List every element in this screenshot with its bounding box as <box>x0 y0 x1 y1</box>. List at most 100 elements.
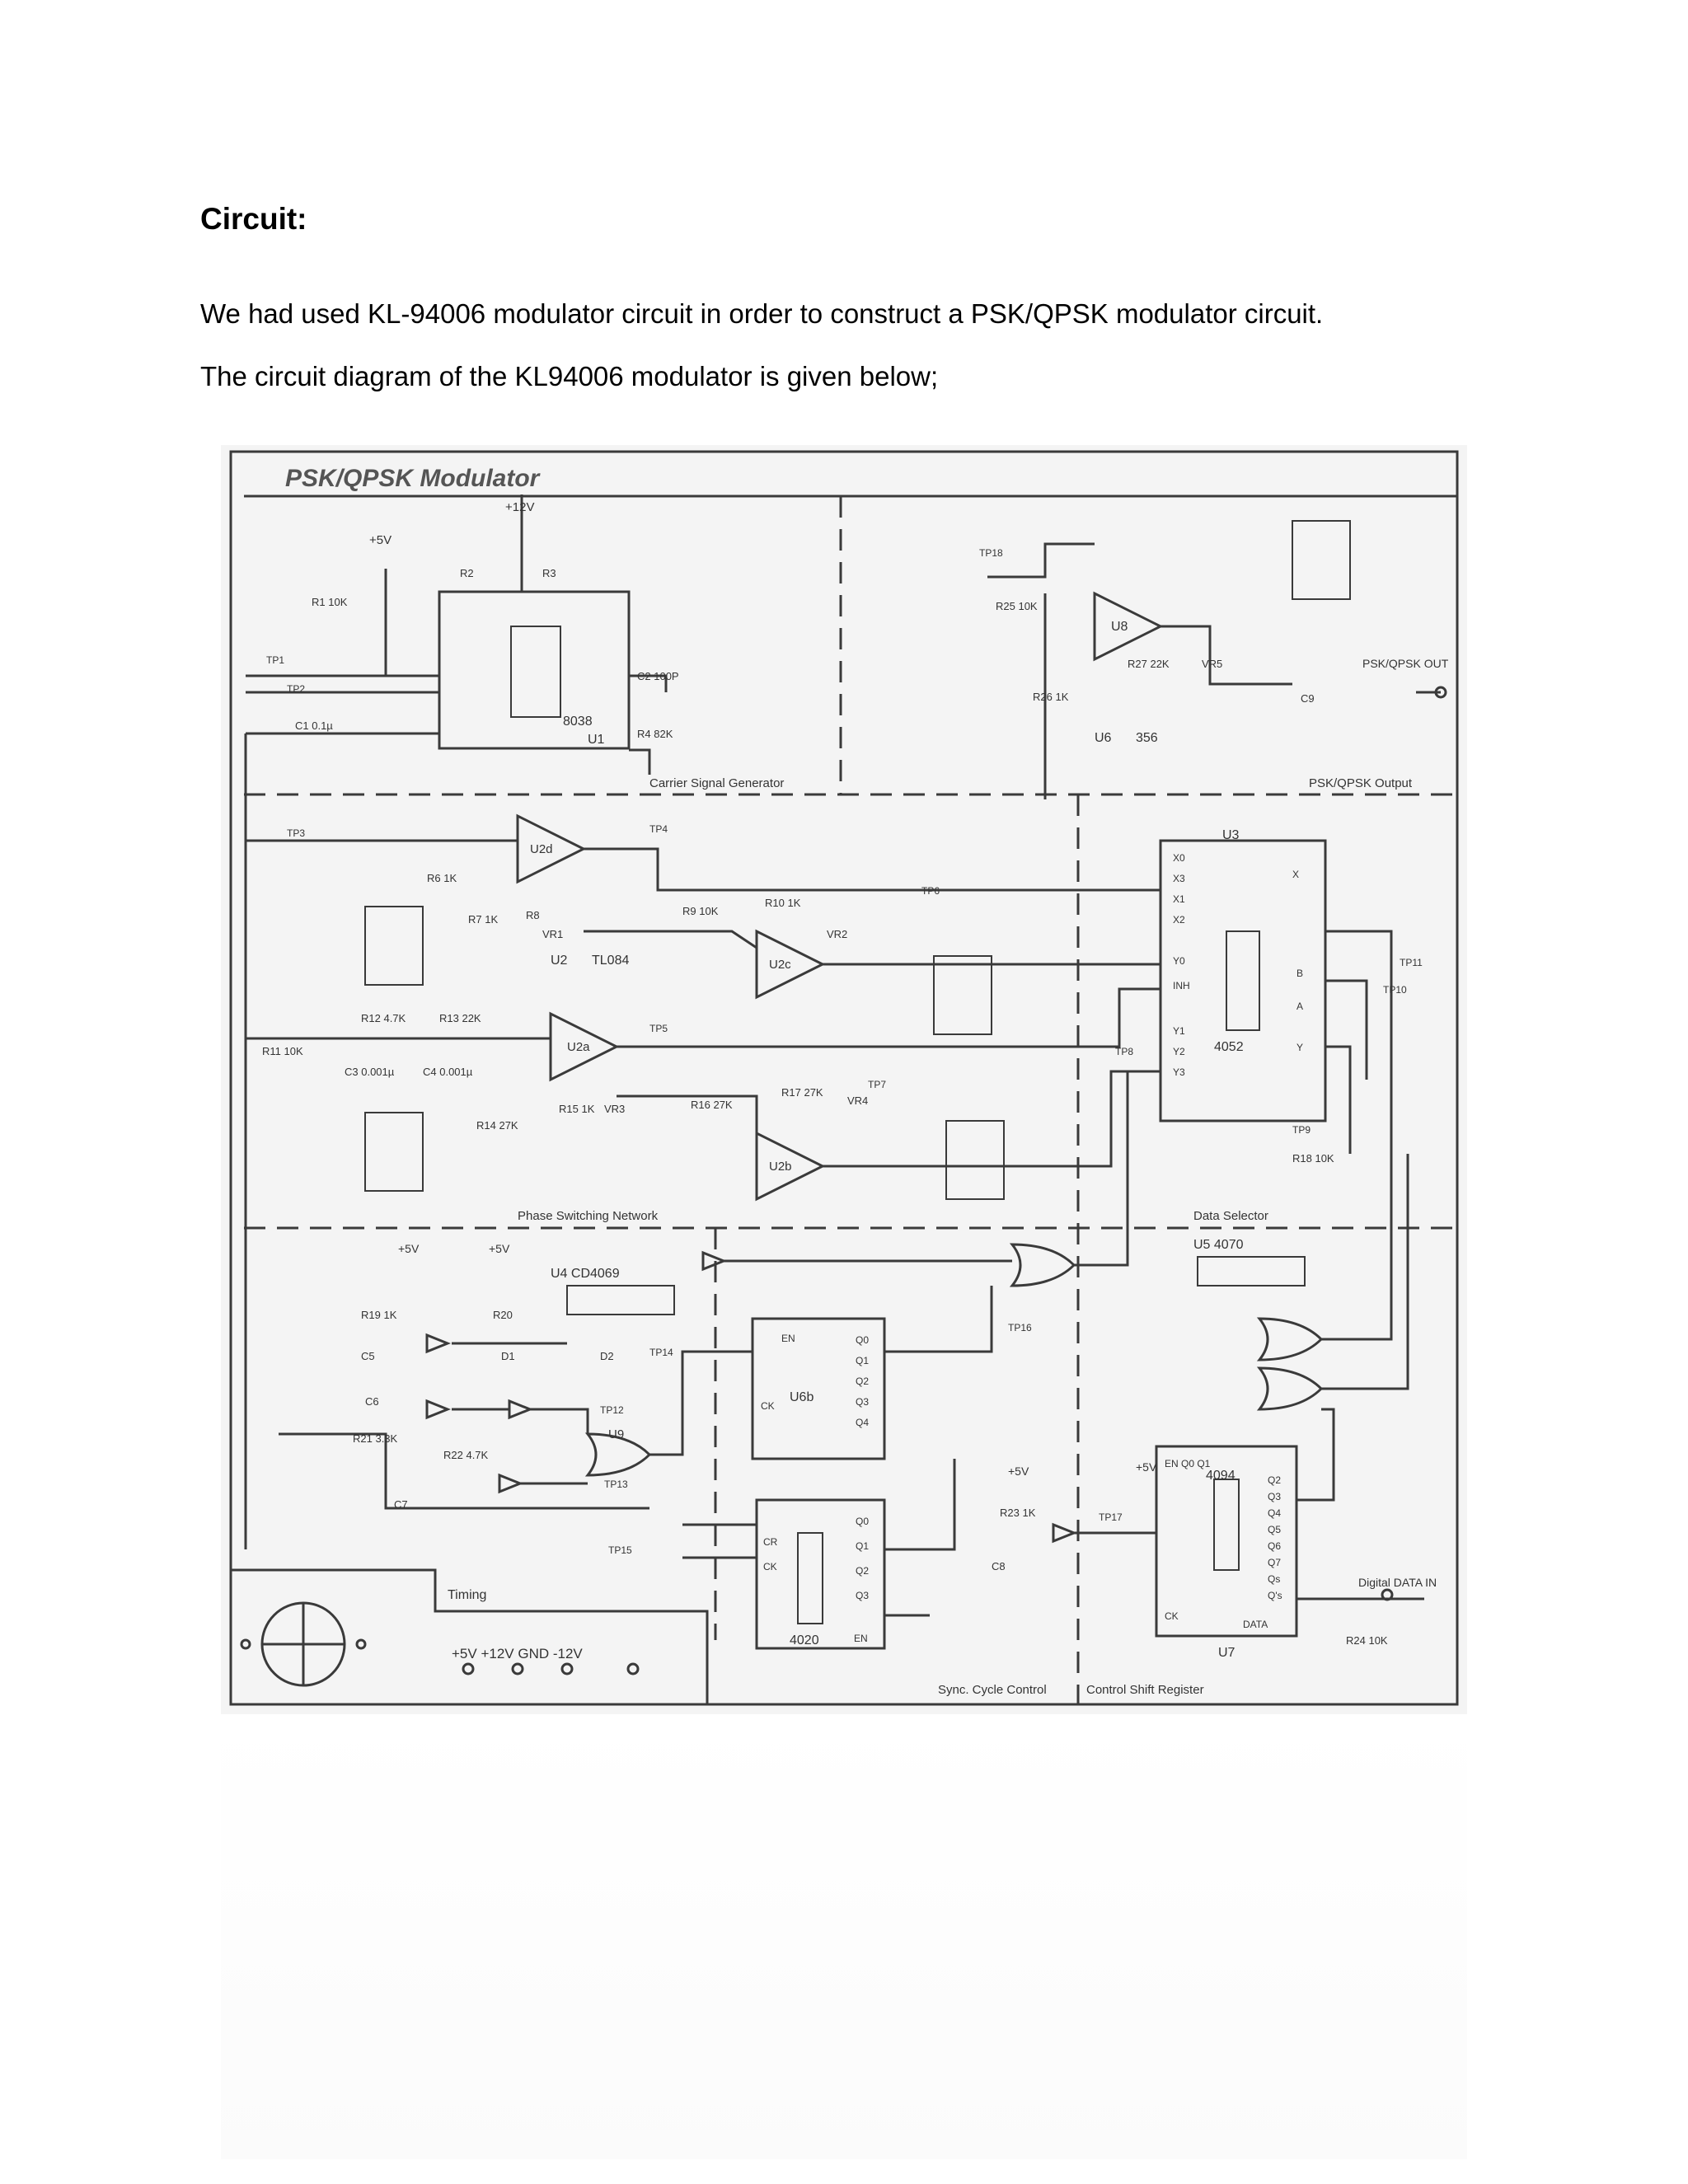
u3-pin-x3: X3 <box>1173 873 1185 884</box>
u3-pin-y3: Y3 <box>1173 1066 1185 1078</box>
u3-part-label: 4052 <box>1214 1040 1244 1054</box>
u3-pin-x1: X1 <box>1173 893 1185 905</box>
u1-label: U1 <box>588 733 605 747</box>
counter-ck: CK <box>763 1561 777 1572</box>
counter-cr: CR <box>763 1536 778 1548</box>
u7-top-pins: EN Q0 Q1 <box>1165 1458 1211 1469</box>
label-c3: C3 0.001µ <box>345 1066 395 1078</box>
figure-bottom-margin <box>221 1714 1467 2159</box>
u2b-label: U2b <box>769 1160 792 1174</box>
u7-q2: Q2 <box>1268 1474 1281 1486</box>
label-c7: C7 <box>394 1498 408 1511</box>
label-vr5: VR5 <box>1202 658 1222 670</box>
u6b-q2: Q2 <box>856 1376 869 1387</box>
u3-pin-y: Y <box>1296 1042 1303 1053</box>
label-r18: R18 10K <box>1292 1152 1334 1165</box>
u6b-q4: Q4 <box>856 1417 869 1428</box>
label-r19: R19 1K <box>361 1309 397 1321</box>
label-vr3: VR3 <box>604 1103 625 1115</box>
counter-q2: Q2 <box>856 1565 869 1577</box>
u3-pin-x2: X2 <box>1173 914 1185 926</box>
label-c2: C2 100P <box>637 670 679 682</box>
label-c4: C4 0.001µ <box>423 1066 473 1078</box>
label-r3: R3 <box>542 567 556 579</box>
u7-q6: Q6 <box>1268 1540 1281 1552</box>
tp14-label: TP14 <box>649 1347 673 1358</box>
u6b-ck: CK <box>761 1400 775 1412</box>
u6b-q3: Q3 <box>856 1396 869 1408</box>
label-r10: R10 1K <box>765 897 801 909</box>
counter-en: EN <box>854 1633 868 1644</box>
power-rails-label: +5V +12V GND -12V <box>452 1646 583 1661</box>
u3-pin-y0: Y0 <box>1173 955 1185 967</box>
tp2-label: TP2 <box>287 683 305 695</box>
label-r15: R15 1K <box>559 1103 595 1115</box>
label-r20: R20 <box>493 1309 513 1321</box>
tp12-label: TP12 <box>600 1404 624 1416</box>
u6-part-label: 356 <box>1136 731 1158 745</box>
label-c5: C5 <box>361 1350 375 1362</box>
label-r16: R16 27K <box>691 1099 733 1111</box>
u3-pin-y1: Y1 <box>1173 1025 1185 1037</box>
counter-q0: Q0 <box>856 1516 869 1527</box>
label-c6: C6 <box>365 1395 379 1408</box>
label-r7: R7 1K <box>468 913 498 926</box>
tp17-label: TP17 <box>1099 1511 1123 1523</box>
label-r26: R26 1K <box>1033 691 1069 703</box>
label-r2: R2 <box>460 567 474 579</box>
label-c8: C8 <box>992 1560 1006 1572</box>
u7-q4: Q4 <box>1268 1507 1281 1519</box>
label-r21: R21 3.3K <box>353 1432 398 1445</box>
u6b-label: U6b <box>790 1390 814 1404</box>
u7-qs-prime: Q's <box>1268 1590 1282 1601</box>
u2-label: U2 <box>551 954 568 968</box>
u7-label: U7 <box>1218 1646 1236 1660</box>
section-carrier: Carrier Signal Generator <box>649 776 784 790</box>
label-r13: R13 22K <box>439 1012 481 1024</box>
tp16-label: TP16 <box>1008 1322 1032 1333</box>
section-shift: Control Shift Register <box>1086 1683 1204 1697</box>
circuit-schematic: PSK/QPSK Modulator Carrier Signal Genera… <box>229 450 1459 1706</box>
section-output: PSK/QPSK Output <box>1309 776 1413 790</box>
plus5-top-label: +5V <box>369 533 392 547</box>
u9-label: U9 <box>608 1427 624 1441</box>
label-r23: R23 1K <box>1000 1507 1036 1519</box>
counter-q1: Q1 <box>856 1540 869 1552</box>
label-vr2: VR2 <box>827 928 847 940</box>
u7-q3: Q3 <box>1268 1491 1281 1502</box>
label-r14: R14 27K <box>476 1119 518 1132</box>
label-r25: R25 10K <box>996 600 1038 612</box>
tp6-label: TP6 <box>921 885 940 897</box>
u6b-q0: Q0 <box>856 1334 869 1346</box>
label-r27: R27 22K <box>1128 658 1170 670</box>
plus12-label: +12V <box>505 500 534 514</box>
plus5-label-d: +5V <box>1008 1465 1029 1478</box>
tp7-label: TP7 <box>868 1079 886 1090</box>
data-in-label: Digital DATA IN <box>1358 1576 1437 1589</box>
tp5-label: TP5 <box>649 1023 668 1034</box>
tp9-label: TP9 <box>1292 1124 1311 1136</box>
section-phase: Phase Switching Network <box>518 1209 659 1223</box>
label-r12: R12 4.7K <box>361 1012 406 1024</box>
label-r6: R6 1K <box>427 872 457 884</box>
tp13-label: TP13 <box>604 1479 628 1490</box>
label-r4: R4 82K <box>637 728 673 740</box>
label-c9: C9 <box>1301 692 1315 705</box>
intro-paragraph: We had used KL-94006 modulator circuit i… <box>200 298 1324 329</box>
u3-pin-x0: X0 <box>1173 852 1185 864</box>
label-c1: C1 0.1µ <box>295 719 333 732</box>
label-r9: R9 10K <box>682 905 719 917</box>
label-r22: R22 4.7K <box>443 1449 489 1461</box>
section-timing: Timing <box>448 1588 486 1602</box>
u7-q7: Q7 <box>1268 1557 1281 1568</box>
schematic-title: PSK/QPSK Modulator <box>285 465 542 492</box>
tp15-label: TP15 <box>608 1544 632 1556</box>
label-r1: R1 10K <box>312 596 348 608</box>
label-r24: R24 10K <box>1346 1634 1388 1647</box>
label-vr1: VR1 <box>542 928 563 940</box>
u3-pin-b: B <box>1296 968 1303 979</box>
counter-part-label: 4020 <box>790 1633 819 1647</box>
label-d2: D2 <box>600 1350 614 1362</box>
u2d-label: U2d <box>530 842 553 856</box>
u2-part-label: TL084 <box>592 954 629 968</box>
